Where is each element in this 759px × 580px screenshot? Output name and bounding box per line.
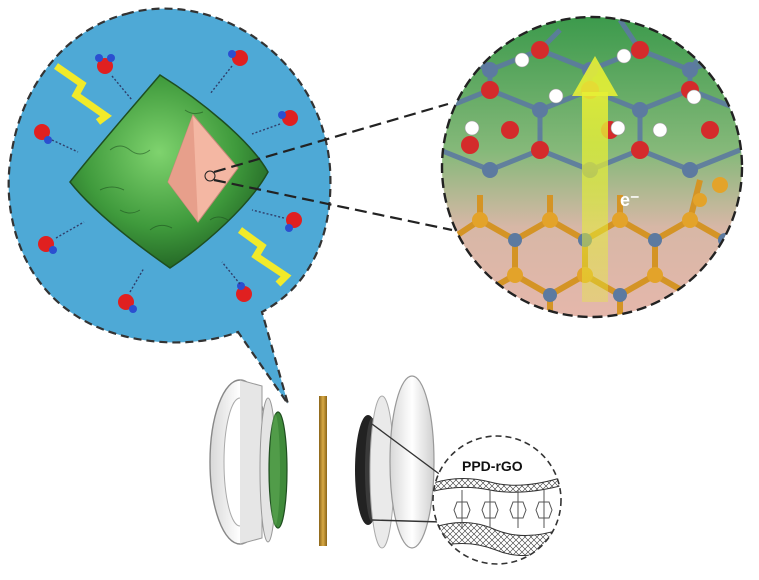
casing-cap-right — [370, 376, 434, 548]
atomic-zoom-circle: e⁻ — [432, 17, 742, 320]
electron-label: e⁻ — [620, 190, 640, 210]
separator-membrane — [319, 396, 327, 546]
ppd-rgo-zoom-circle: PPD-rGO — [430, 436, 564, 564]
battery-cell-exploded — [210, 376, 434, 548]
cathode-electrode — [269, 412, 287, 528]
ppd-rgo-label: PPD-rGO — [462, 458, 523, 474]
